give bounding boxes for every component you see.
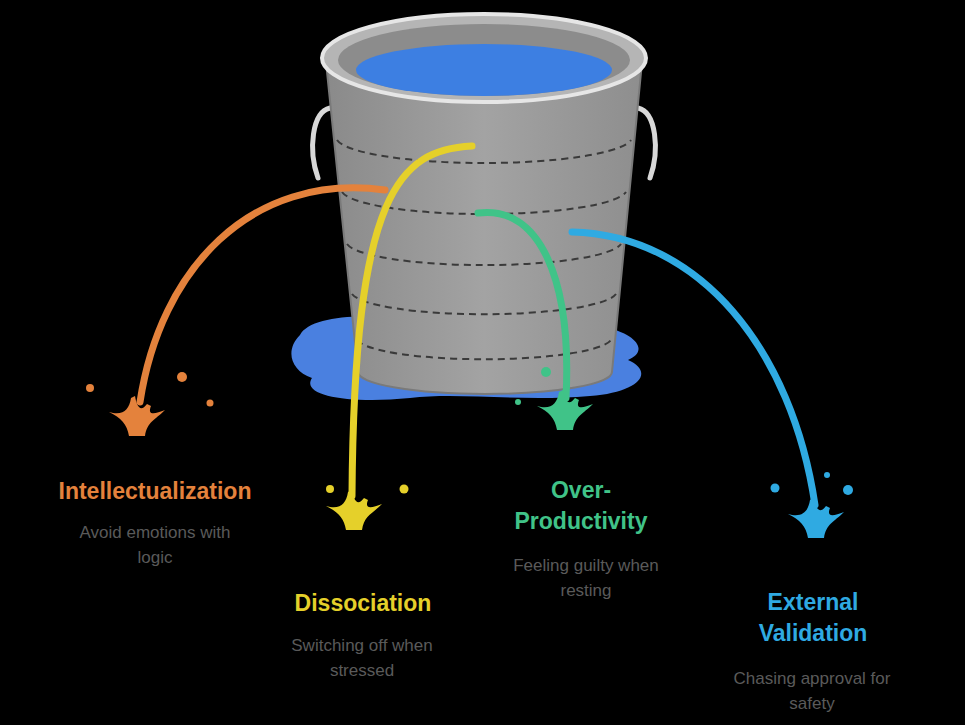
splash-drop: [541, 367, 551, 377]
splash-drop: [400, 485, 409, 494]
leak-stream: [572, 232, 815, 505]
splash-drop: [86, 384, 94, 392]
bucket-band: [347, 244, 621, 265]
bucket-band: [357, 340, 611, 359]
splash: [537, 390, 593, 430]
leak-stream: [140, 188, 385, 402]
bucket-band: [352, 294, 616, 314]
leak-heading: Intellectualization: [30, 476, 280, 507]
leak-stream: [352, 146, 472, 496]
leak-description: Chasing approval for safety: [717, 666, 907, 716]
bucket-inner-wall: [338, 24, 630, 96]
leak-heading: External Validation: [738, 587, 888, 649]
leak-stream: [478, 212, 567, 398]
leak-description: Feeling guilty when resting: [496, 553, 676, 603]
bucket-handle: [638, 108, 655, 178]
splash-drop: [515, 399, 521, 405]
leak-description: Switching off when stressed: [272, 633, 452, 683]
leak-heading: Over-Productivity: [506, 475, 656, 537]
splash: [109, 396, 165, 436]
splash: [326, 490, 382, 530]
splash-drop: [326, 485, 334, 493]
bucket-water: [356, 44, 612, 96]
leak-description: Avoid emotions with logic: [63, 520, 248, 570]
bucket-handle: [313, 108, 330, 178]
splash-drop: [843, 485, 853, 495]
bucket-band: [337, 140, 631, 163]
bucket-rim: [322, 14, 646, 102]
splash-drop: [207, 400, 214, 407]
bucket-body: [326, 62, 642, 394]
splash: [788, 498, 844, 538]
splash-drop: [177, 372, 187, 382]
leak-heading: Dissociation: [253, 588, 473, 619]
splash-drop: [771, 484, 780, 493]
splash-drop: [824, 472, 830, 478]
